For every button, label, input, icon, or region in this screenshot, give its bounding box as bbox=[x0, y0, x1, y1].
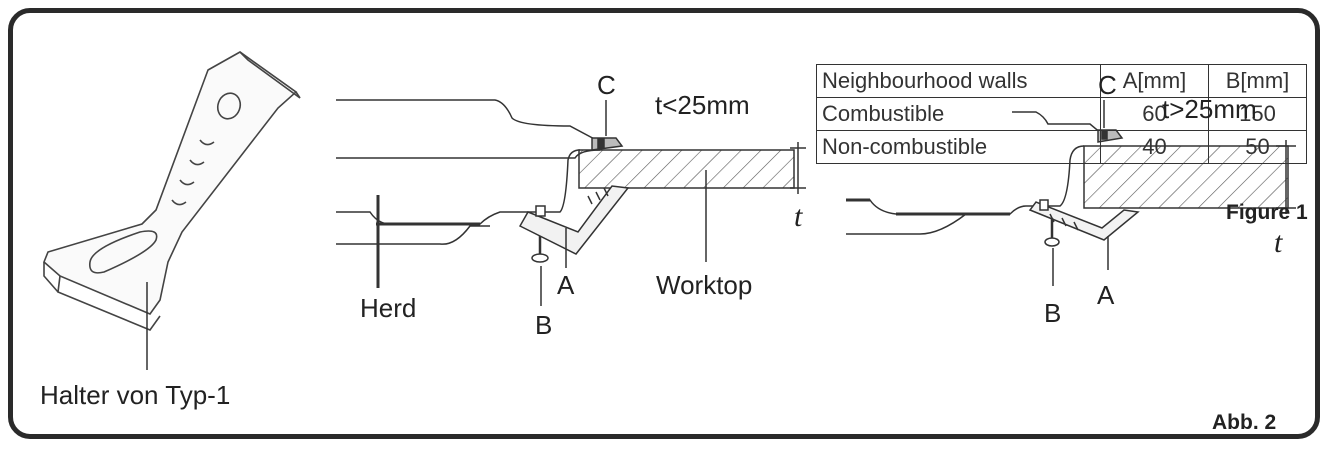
worktop-label: Worktop bbox=[656, 270, 753, 300]
table-cell: 50 bbox=[1208, 130, 1307, 164]
thickness-t-label-left: t bbox=[794, 200, 803, 233]
thickness-t-label-right: t bbox=[1274, 226, 1283, 259]
figure-1-caption: Figure 1 bbox=[1226, 201, 1308, 224]
holder-bracket bbox=[43, 51, 301, 331]
clip-c-label-right: C bbox=[1098, 70, 1117, 100]
table-header-cell: A[mm] bbox=[1100, 64, 1209, 98]
thin-worktop-section bbox=[336, 99, 806, 306]
table-cell: Non-combustible bbox=[816, 130, 1101, 164]
clearance-table: Neighbourhood walls A[mm] B[mm] Combusti… bbox=[816, 64, 1307, 164]
table-cell: 40 bbox=[1100, 130, 1209, 164]
abb-2-caption: Abb. 2 bbox=[1212, 411, 1277, 434]
table-cell: 60 bbox=[1100, 97, 1209, 131]
holder-label: Halter von Typ-1 bbox=[40, 380, 231, 410]
bracket-a-label-right: A bbox=[1097, 280, 1115, 310]
table-cell: 150 bbox=[1208, 97, 1307, 131]
thin-condition-label: t<25mm bbox=[655, 90, 750, 120]
table-header-row: Neighbourhood walls A[mm] B[mm] bbox=[816, 64, 1307, 98]
thick-condition-label: t>25mm bbox=[1162, 94, 1257, 124]
table-row: Combustible 60 150 bbox=[816, 97, 1307, 131]
clip-c-label-left: C bbox=[597, 70, 616, 100]
screw-b-label-right: B bbox=[1044, 298, 1062, 328]
screw-b-label-left: B bbox=[535, 310, 553, 340]
bracket-a-label-left: A bbox=[557, 270, 575, 300]
table-row: Non-combustible 40 50 bbox=[816, 130, 1307, 164]
table-cell: Combustible bbox=[816, 97, 1101, 131]
table-header-cell: Neighbourhood walls bbox=[816, 64, 1101, 98]
herd-label: Herd bbox=[360, 293, 417, 323]
table-header-cell: B[mm] bbox=[1208, 64, 1307, 98]
